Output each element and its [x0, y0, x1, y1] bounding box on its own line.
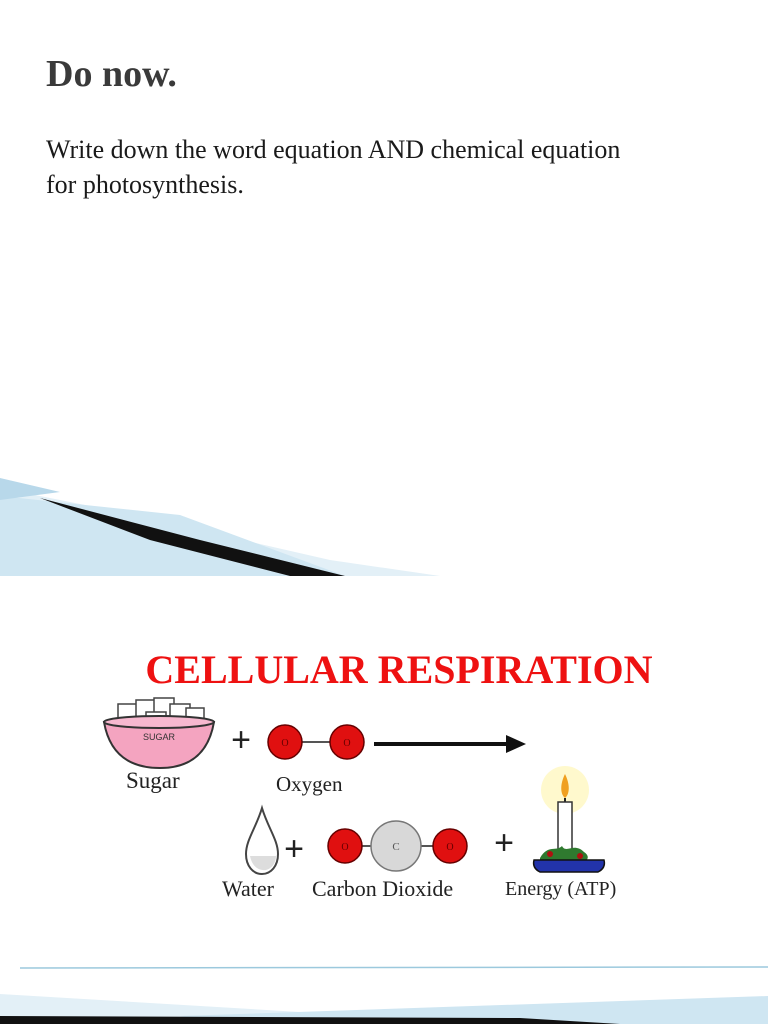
- decorative-swoosh: [0, 966, 768, 1024]
- carbon-dioxide-molecule-icon: O C O: [327, 820, 468, 872]
- arrow-right-icon: [374, 735, 526, 753]
- atom-label: O: [341, 842, 348, 853]
- label-oxygen: Oxygen: [276, 772, 343, 796]
- candle-icon: [532, 766, 606, 873]
- sugar-bowl-icon: SUGAR: [102, 697, 216, 770]
- label-water: Water: [222, 876, 274, 901]
- label-sugar: Sugar: [126, 768, 180, 793]
- slide-do-now: Do now. Write down the word equation AND…: [0, 53, 706, 576]
- decorative-swoosh: [0, 478, 440, 576]
- slide-body-text: Write down the word equation AND chemica…: [46, 132, 706, 202]
- body-line-1: Write down the word equation AND chemica…: [46, 135, 621, 164]
- slide-cellular-respiration: CELLULAR RESPIRATION SUGAR + O O: [0, 576, 768, 1024]
- bowl-label: SUGAR: [143, 732, 176, 742]
- label-carbon-dioxide: Carbon Dioxide: [312, 876, 454, 901]
- plus-sign: +: [231, 721, 251, 759]
- atom-label: O: [343, 738, 350, 749]
- plus-sign: +: [284, 830, 304, 868]
- label-energy: Energy (ATP): [505, 878, 617, 900]
- atom-label: O: [281, 738, 288, 749]
- water-drop-icon: [244, 804, 280, 876]
- oxygen-molecule-icon: O O: [267, 724, 365, 760]
- slide-title: Do now.: [46, 53, 177, 95]
- plus-sign: +: [494, 824, 514, 862]
- body-line-2: for photosynthesis.: [46, 170, 244, 199]
- atom-label: O: [446, 842, 453, 853]
- slide-title: CELLULAR RESPIRATION: [145, 647, 653, 692]
- atom-label: C: [392, 841, 399, 853]
- respiration-diagram: SUGAR + O O + O: [0, 697, 768, 1024]
